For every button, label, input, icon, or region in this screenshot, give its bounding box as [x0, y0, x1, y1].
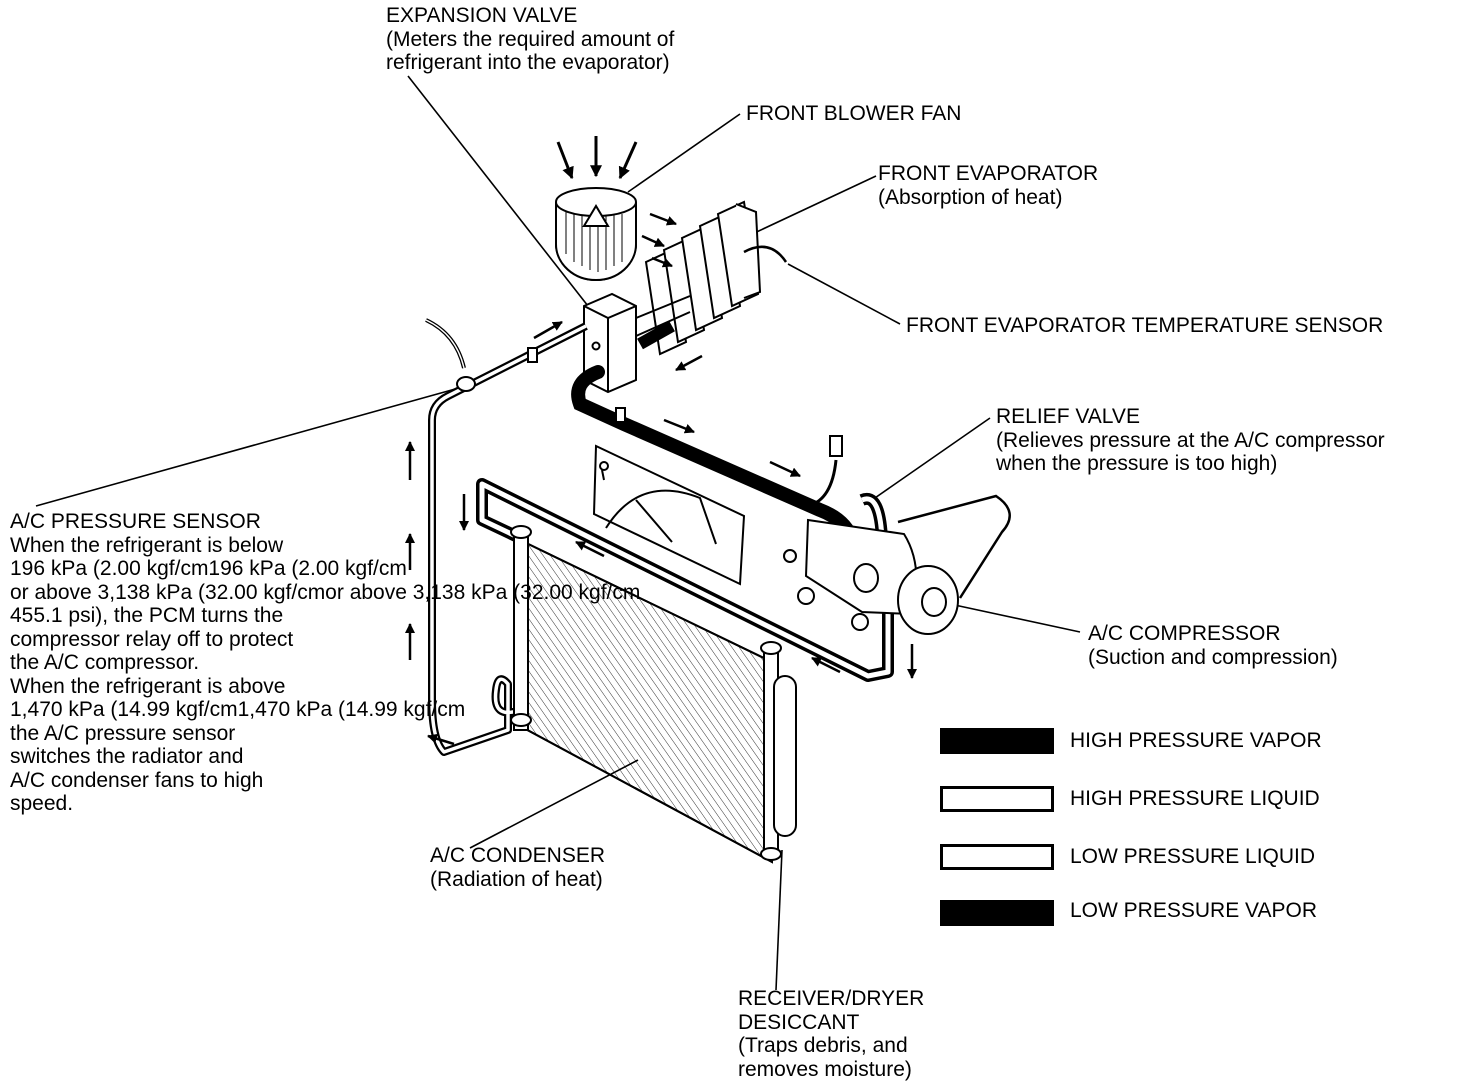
ac-pressure-sensor-line: When the refrigerant is below	[10, 533, 284, 557]
receiver-dryer-label: RECEIVER/DRYER DESICCANT (Traps debris, …	[738, 987, 924, 1081]
ac-compressor-title: A/C COMPRESSOR	[1088, 622, 1281, 645]
relief-valve-desc-1: (Relieves pressure at the A/C compressor	[996, 428, 1385, 452]
legend-swatch-high-pressure-vapor	[940, 728, 1054, 754]
ac-pressure-sensor-line: the A/C compressor.	[10, 651, 200, 674]
pressure-sensor-body	[456, 347, 843, 457]
refrigerant-lines	[425, 318, 894, 756]
receiver-dryer-title-1: RECEIVER/DRYER	[738, 987, 925, 1010]
legend-swatch-low-pressure-vapor	[940, 900, 1054, 926]
receiver-dryer	[773, 675, 797, 837]
expansion-valve-label: EXPANSION VALVE (Meters the required amo…	[386, 4, 674, 75]
receiver-dryer-desc-2: removes moisture)	[738, 1057, 912, 1081]
legend-label: LOW PRESSURE LIQUID	[1070, 845, 1316, 868]
ac-pressure-sensor-line: 1,470 kPa (14.99 kgf/cm1,470 kPa (14.99 …	[10, 698, 466, 721]
leader-ac-compressor	[949, 603, 1081, 633]
radiator-fan-shroud	[592, 444, 746, 586]
leader-front-blower-fan	[627, 113, 741, 193]
front-evaporator-desc: (Absorption of heat)	[878, 185, 1063, 209]
legend-label: HIGH PRESSURE LIQUID	[1070, 787, 1320, 810]
receiver-dryer-desc-1: (Traps debris, and	[738, 1034, 908, 1057]
ac-pressure-sensor-line: compressor relay off to protect	[10, 627, 294, 651]
leader-ac-pressure-sensor	[35, 385, 467, 507]
ac-pressure-sensor-line: When the refrigerant is above	[10, 674, 286, 698]
ac-pressure-sensor-line: 196 kPa (2.00 kgf/cm196 kPa (2.00 kgf/cm	[10, 557, 407, 580]
expansion-valve-desc-1: (Meters the required amount of	[386, 27, 675, 51]
ac-compressor-desc: (Suction and compression)	[1088, 645, 1338, 669]
compressor	[783, 494, 1011, 635]
front-blower-fan-label: FRONT BLOWER FAN	[746, 102, 961, 126]
expansion-valve-desc-2: refrigerant into the evaporator)	[386, 51, 670, 74]
blower-intake-arrows	[556, 136, 638, 180]
ac-pressure-sensor-line: switches the radiator and	[10, 745, 244, 768]
front-evaporator-label: FRONT EVAPORATOR (Absorption of heat)	[878, 162, 1098, 209]
ac-pressure-sensor-line: A/C condenser fans to high	[10, 768, 264, 792]
leader-lines	[35, 75, 1081, 991]
legend-swatch-low-pressure-liquid	[940, 844, 1054, 870]
pressure-sensor-wire	[425, 318, 466, 369]
front-evaporator-title: FRONT EVAPORATOR	[878, 162, 1099, 185]
relief-valve-title: RELIEF VALVE	[996, 405, 1140, 428]
legend-label: HIGH PRESSURE VAPOR	[1070, 729, 1322, 752]
relief-valve-label: RELIEF VALVE (Relieves pressure at the A…	[996, 405, 1385, 476]
evap-sensor-wire	[743, 245, 788, 263]
receiver-dryer-title-2: DESICCANT	[738, 1010, 860, 1034]
ac-pressure-sensor-line: or above 3,138 kPa (32.00 kgf/cmor above…	[10, 580, 641, 604]
leader-evap-temp-sensor	[787, 263, 901, 325]
evap-airflow-arrows	[641, 212, 677, 268]
ac-compressor-label: A/C COMPRESSOR (Suction and compression)	[1088, 622, 1338, 669]
leader-front-evaporator	[747, 175, 877, 237]
ac-pressure-sensor-line: speed.	[10, 792, 74, 815]
ac-pressure-sensor-line: 455.1 psi), the PCM turns the	[10, 604, 284, 627]
evap-temp-sensor-label: FRONT EVAPORATOR TEMPERATURE SENSOR	[906, 314, 1383, 338]
relief-valve-wire	[807, 459, 838, 508]
ac-condenser-label: A/C CONDENSER (Radiation of heat)	[430, 844, 605, 891]
evap-temp-sensor-title: FRONT EVAPORATOR TEMPERATURE SENSOR	[906, 314, 1384, 337]
ac-pressure-sensor-label: A/C PRESSURE SENSOR When the refrigerant…	[10, 510, 640, 816]
blower-fan	[555, 187, 637, 281]
front-blower-fan-title: FRONT BLOWER FAN	[746, 102, 962, 125]
ac-condenser-title: A/C CONDENSER	[430, 844, 606, 867]
leader-receiver-dryer	[775, 849, 783, 991]
legend-label: LOW PRESSURE VAPOR	[1070, 899, 1317, 922]
leader-relief-valve	[871, 417, 991, 501]
leader-expansion-valve	[407, 75, 589, 307]
relief-valve-desc-2: when the pressure is too high)	[996, 452, 1278, 475]
ac-pressure-sensor-title: A/C PRESSURE SENSOR	[10, 510, 261, 533]
legend-swatch-high-pressure-liquid	[940, 786, 1054, 812]
flow-arrows	[405, 320, 917, 746]
ac-pressure-sensor-line: the A/C pressure sensor	[10, 721, 236, 745]
ac-condenser-desc: (Radiation of heat)	[430, 867, 603, 891]
expansion-valve-title: EXPANSION VALVE	[386, 4, 578, 27]
